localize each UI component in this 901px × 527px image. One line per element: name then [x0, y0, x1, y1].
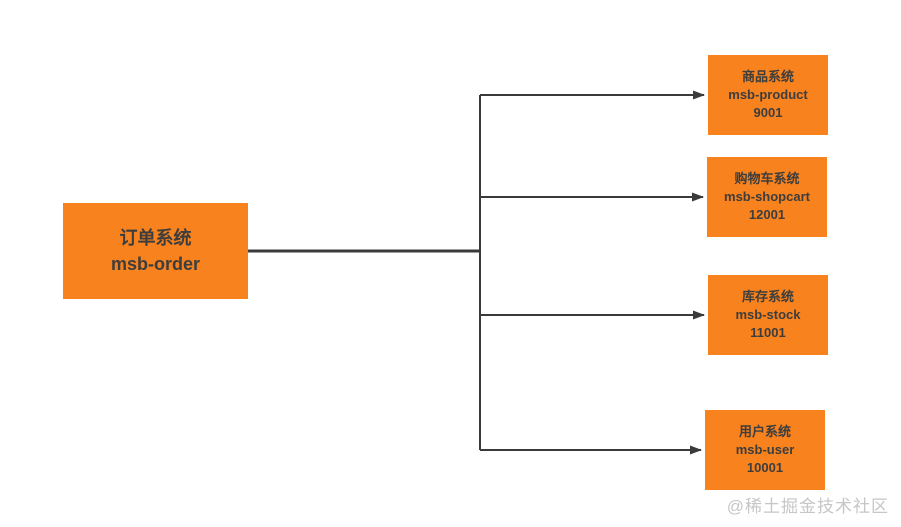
node-title: 订单系统 — [119, 228, 192, 248]
node-service: msb-product — [728, 87, 808, 102]
node-service: msb-user — [735, 442, 795, 457]
node-user-system: 用户系统 msb-user 10001 — [705, 410, 825, 490]
node-shopcart-system: 购物车系统 msb-shopcart 12001 — [707, 157, 827, 237]
watermark: @稀土掘金技术社区 — [726, 497, 889, 516]
node-title: 库存系统 — [741, 289, 794, 304]
node-stock-system: 库存系统 msb-stock 11001 — [708, 275, 828, 355]
node-service: msb-stock — [735, 307, 801, 322]
node-port: 12001 — [748, 207, 786, 222]
node-product-system: 商品系统 msb-product 9001 — [708, 55, 828, 135]
node-service: msb-order — [110, 254, 200, 274]
node-title: 购物车系统 — [734, 171, 800, 186]
node-order-system: 订单系统 msb-order — [63, 203, 248, 299]
node-port: 10001 — [746, 460, 784, 475]
node-port: 11001 — [750, 325, 786, 340]
node-title: 用户系统 — [738, 424, 791, 439]
node-service: msb-shopcart — [724, 189, 810, 204]
node-title: 商品系统 — [741, 69, 794, 84]
node-port: 9001 — [753, 105, 783, 120]
